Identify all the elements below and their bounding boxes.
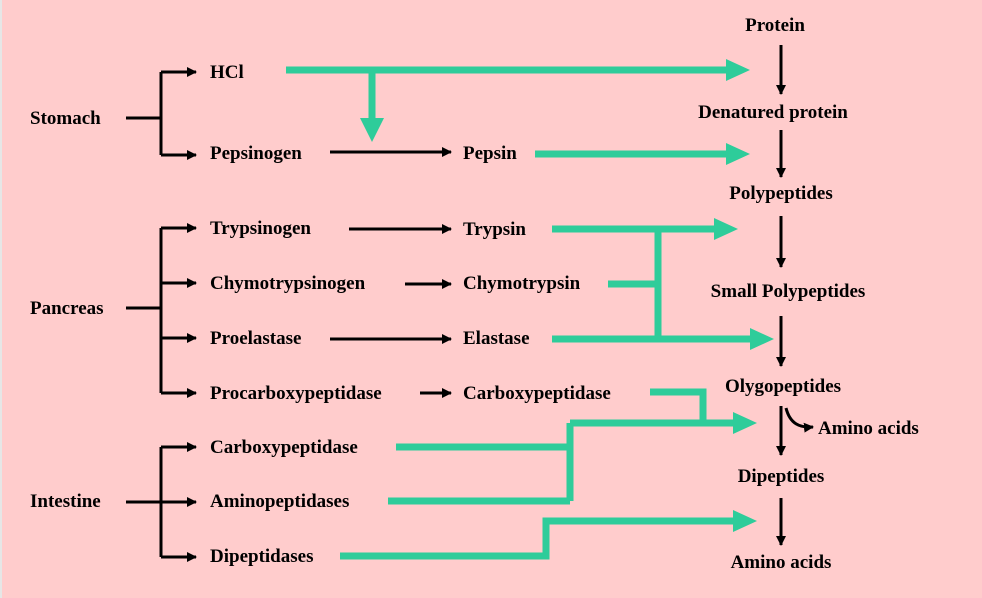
digestion-chain-arrows [776, 45, 814, 546]
organ-branch-lines [126, 67, 197, 562]
stage-polypeptides: Polypeptides [729, 183, 833, 204]
pancreas-branch-stem [126, 228, 163, 393]
organ-stomach: Stomach [30, 108, 101, 129]
stage-denatured-protein: Denatured protein [698, 102, 848, 123]
intestinal-collector-line [566, 419, 733, 501]
stage-small-polypeptides: Small Polypeptides [710, 281, 866, 302]
activation-arrows [330, 147, 452, 398]
enzyme-carboxypeptidase: Carboxypeptidase [463, 383, 611, 404]
enzyme-trypsin: Trypsin [463, 219, 527, 240]
dipeptidase-arrowhead [733, 510, 757, 532]
enzyme-action-arrowheads [360, 59, 774, 532]
enzyme-action-lines [286, 66, 750, 560]
pepsin-arrowhead [726, 143, 750, 165]
secretion-proelastase: Proelastase [210, 328, 302, 349]
enzyme-chymotrypsin: Chymotrypsin [463, 273, 581, 294]
secretion-pepsinogen: Pepsinogen [210, 143, 302, 164]
stage-dipeptides: Dipeptides [737, 466, 825, 487]
exopeptidase-arrowhead [733, 412, 757, 434]
stage-amino-acids: Amino acids [730, 552, 832, 573]
secretion-dipeptidases: Dipeptidases [210, 546, 314, 567]
secretion-trypsinogen: Trypsinogen [210, 218, 312, 239]
secretion-intestinal-carboxypeptidase: Carboxypeptidase [210, 437, 358, 458]
organ-pancreas: Pancreas [30, 298, 104, 319]
enzyme-elastase: Elastase [463, 328, 530, 349]
dipeptidases-action-line [340, 517, 733, 560]
secretion-hcl: HCl [210, 62, 244, 83]
hcl-to-pepsinogen-arrowhead [360, 118, 384, 142]
side-product-amino-acids: Amino acids [818, 418, 919, 439]
oligopeptides-to-free-amino-acids-arrow [784, 407, 814, 433]
enzyme-pepsin: Pepsin [463, 143, 517, 164]
stomach-branch-stem [126, 72, 163, 155]
stage-protein: Protein [745, 15, 805, 36]
hcl-arrowhead [726, 59, 750, 81]
intestine-branch-stem [126, 447, 163, 557]
carboxypeptidase-action-line [650, 388, 707, 423]
elastase-arrowhead [750, 328, 774, 350]
left-edge-line [0, 0, 2, 598]
secretion-procarboxypeptidase: Procarboxypeptidase [210, 383, 382, 404]
stage-oligopeptides: Olygopeptides [724, 376, 842, 397]
secretion-aminopeptidases: Aminopeptidases [210, 491, 350, 512]
organ-intestine: Intestine [30, 491, 101, 512]
trypsin-arrowhead [714, 218, 738, 240]
secretion-chymotrypsinogen: Chymotrypsinogen [210, 273, 366, 294]
